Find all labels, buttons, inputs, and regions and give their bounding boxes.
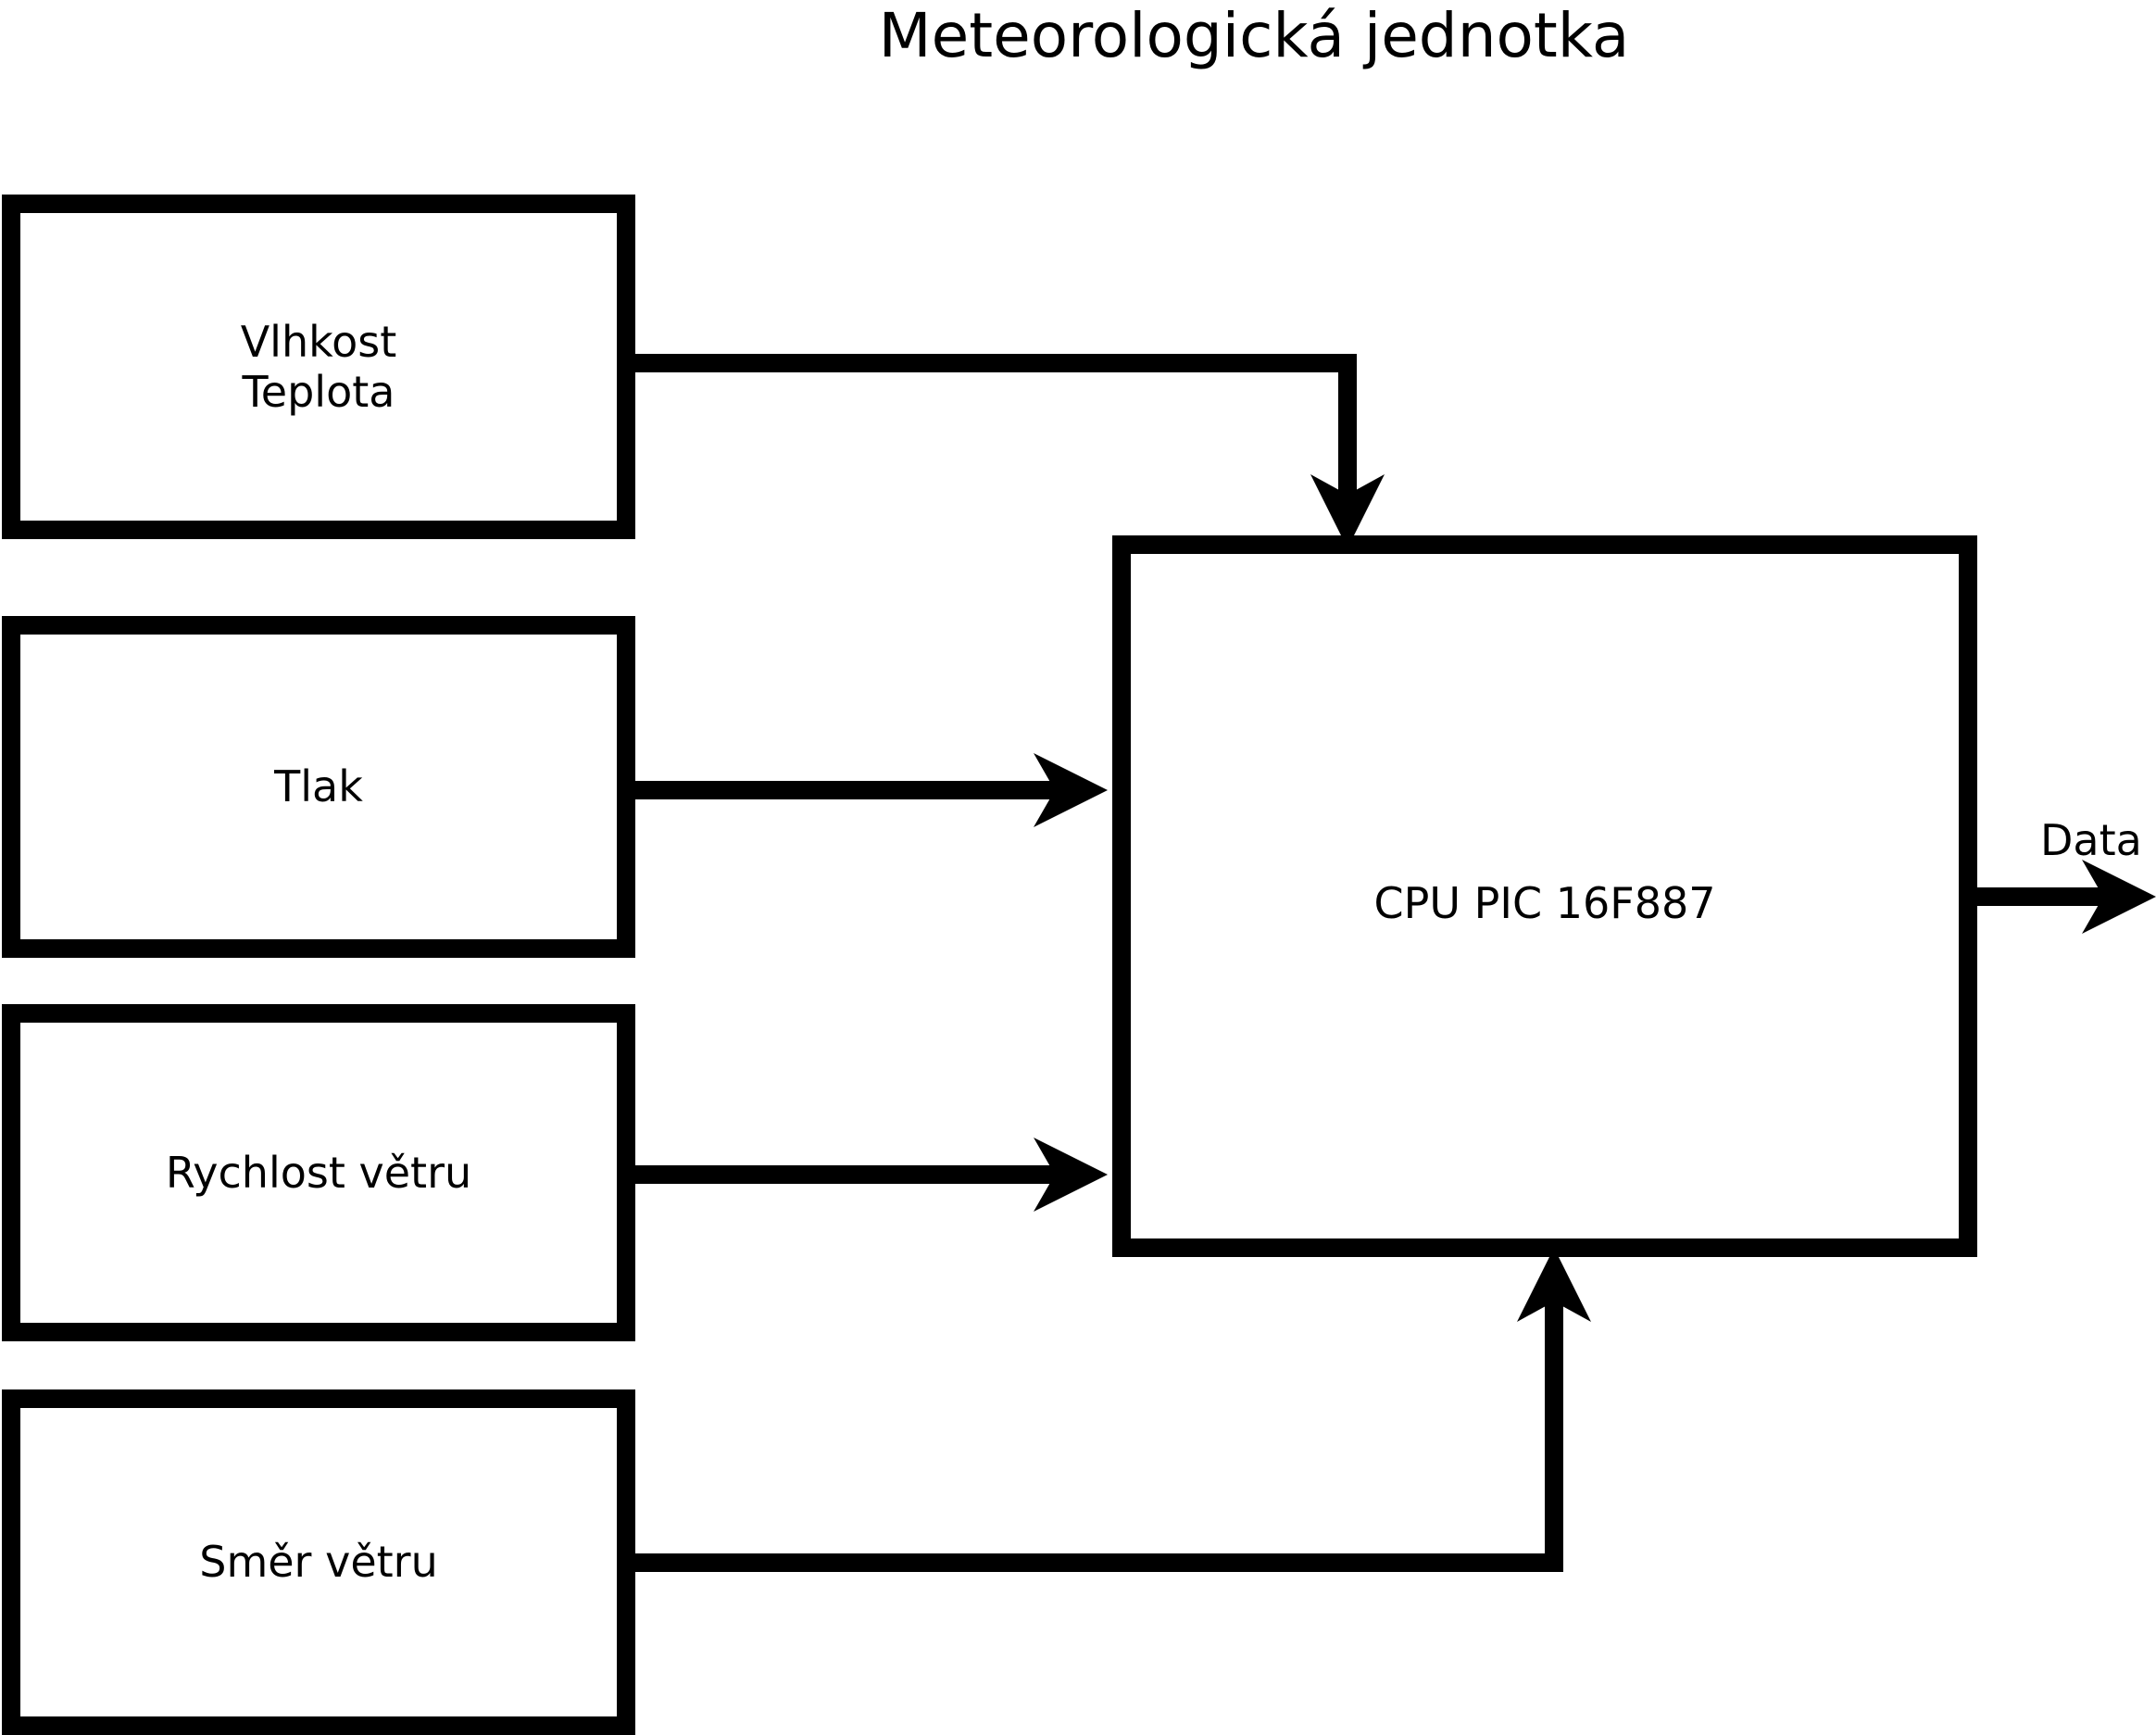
node-label-pressure: Tlak: [274, 761, 363, 812]
page-title: Meteorologická jednotka: [878, 0, 1630, 71]
edge-humidity-to-cpu: [635, 354, 1385, 548]
node-label-cpu: CPU PIC 16F887: [1373, 878, 1716, 928]
edge-wind-direction-to-cpu: [635, 1248, 1591, 1572]
edge-label-data-out: Data: [2040, 815, 2142, 865]
node-wind-speed[interactable]: Rychlost větru: [2, 1004, 635, 1341]
node-label-wind-direction: Směr větru: [199, 1537, 438, 1588]
edge-wind-speed-to-cpu: [635, 1138, 1108, 1212]
edge-cpu-to-data-out: [1977, 860, 2156, 934]
node-wind-direction[interactable]: Směr větru: [2, 1389, 635, 1735]
node-label-wind-speed: Rychlost větru: [165, 1147, 472, 1198]
edge-pressure-to-cpu: [635, 753, 1108, 827]
node-pressure[interactable]: Tlak: [2, 616, 635, 958]
node-humidity-temperature[interactable]: Vlhkost Teplota: [2, 195, 635, 539]
node-cpu[interactable]: CPU PIC 16F887: [1112, 535, 1977, 1257]
node-label-humidity-temperature: Vlhkost Teplota: [240, 316, 397, 417]
